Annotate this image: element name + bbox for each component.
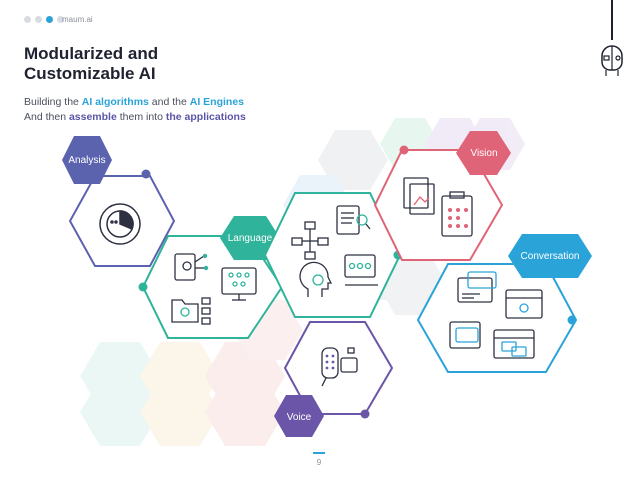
language-node — [138, 282, 148, 292]
divider-line — [611, 0, 613, 40]
subtitle-highlight: AI algorithms — [81, 96, 149, 108]
subtitle-text: them into — [116, 111, 166, 123]
conversation-label: Conversation — [521, 251, 580, 262]
subtitle-line-2: And then assemble them into the applicat… — [24, 110, 246, 125]
brand-name: maum.ai — [62, 15, 93, 24]
voice-device-icon — [321, 347, 358, 387]
conversation-hexagon — [416, 263, 578, 373]
page-number: 9 — [316, 458, 322, 467]
robot-head-icon — [601, 45, 623, 76]
subtitle-text: And then — [24, 111, 69, 123]
clipboard-dots-icon — [441, 191, 473, 237]
subtitle-highlight: AI Engines — [189, 96, 245, 108]
flowchart-icon — [291, 221, 329, 260]
vision-label: Vision — [470, 148, 497, 159]
subtitle-highlight: assemble — [68, 111, 117, 123]
page-title: Modularized and Customizable AI — [24, 44, 244, 84]
folder-settings-icon — [171, 297, 211, 325]
vision-badge — [456, 131, 511, 175]
brain-gear-icon — [299, 261, 333, 297]
pie-chart-icon — [99, 203, 141, 245]
subtitle: Building the AI algorithms and the AI En… — [24, 95, 246, 125]
vision-node — [399, 145, 409, 155]
pagination-dots — [24, 16, 64, 23]
browser-gear-icon — [505, 289, 543, 319]
document-magnifier-icon — [336, 205, 371, 235]
language-label: Language — [228, 233, 273, 244]
chat-document-icon — [457, 271, 497, 303]
title-line-2: Customizable AI — [24, 64, 156, 83]
text-editor-icon — [344, 254, 378, 286]
analysis-label: Analysis — [68, 155, 105, 166]
conversation-badge — [508, 234, 592, 278]
subtitle-text: and the — [148, 96, 190, 108]
conversation-node — [567, 315, 577, 325]
dot — [57, 16, 64, 23]
neural-monitor-icon — [221, 267, 257, 301]
subtitle-text: Building the — [24, 96, 82, 108]
language-badge — [220, 216, 280, 260]
search-document-icon — [174, 253, 209, 281]
chat-window-icon — [449, 321, 481, 349]
dot — [24, 16, 31, 23]
voice-badge — [274, 395, 324, 437]
voice-label: Voice — [287, 412, 312, 423]
dot-active — [46, 16, 53, 23]
image-stack-icon — [403, 177, 435, 215]
analysis-badge — [62, 136, 112, 184]
dot — [35, 16, 42, 23]
analysis-node — [141, 169, 151, 179]
title-line-1: Modularized and — [24, 44, 159, 63]
browser-chat-icon — [493, 329, 535, 359]
voice-node — [360, 409, 370, 419]
subtitle-line-1: Building the AI algorithms and the AI En… — [24, 95, 246, 110]
subtitle-highlight: the applications — [165, 111, 246, 123]
page-number-accent — [313, 452, 325, 454]
